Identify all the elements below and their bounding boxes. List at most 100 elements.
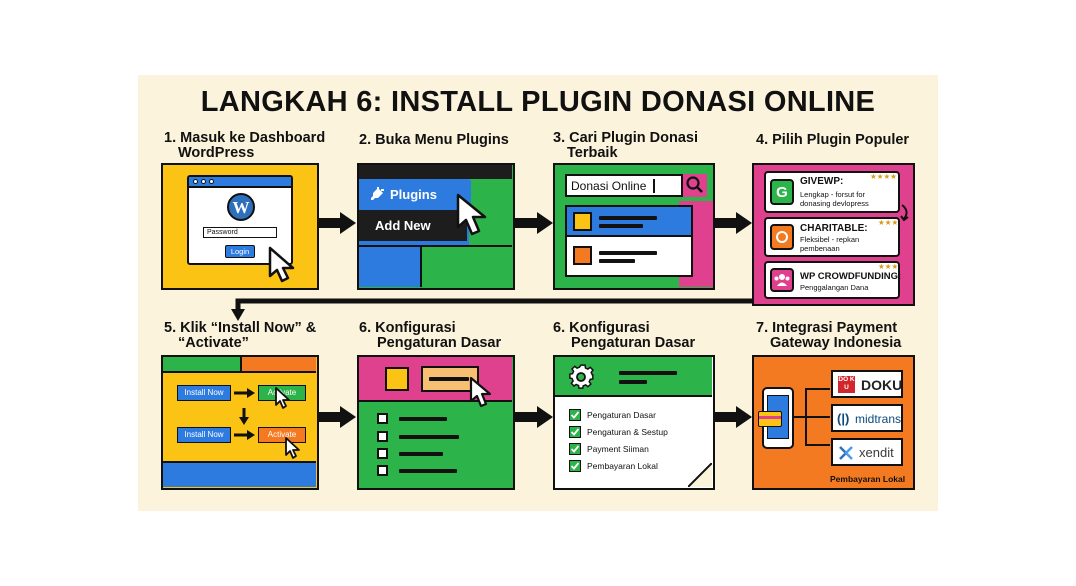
mouse-cursor-icon <box>285 437 300 459</box>
rating-stars-icon: ★★★ <box>878 262 899 271</box>
activate-button[interactable]: Activate <box>258 427 306 443</box>
arrow-right-icon <box>234 430 255 440</box>
search-results <box>565 205 693 277</box>
panel-popular-plugins: G GIVEWP: ★★★★ Lengkap - forsut for dona… <box>752 163 915 306</box>
window-dot-icon <box>209 179 214 184</box>
header-line <box>619 371 677 375</box>
settings-line <box>399 452 443 456</box>
xendit-logo-icon <box>839 446 853 460</box>
checkbox[interactable] <box>377 448 388 459</box>
return-arrow-icon <box>231 298 752 321</box>
content-lower <box>422 245 512 287</box>
search-icon[interactable] <box>681 174 707 197</box>
checklist-header <box>555 357 712 397</box>
checkbox[interactable] <box>377 413 388 424</box>
arrow-right-icon <box>714 212 752 234</box>
check-icon[interactable] <box>569 443 581 455</box>
plugin-card-charitable[interactable]: CHARITABLE: ★★★ Fleksibel - repkan pembe… <box>764 217 900 257</box>
sidebar-lower <box>359 245 422 287</box>
settings-line <box>399 417 447 421</box>
page-title: LANGKAH 6: INSTALL PLUGIN DONASI ONLINE <box>200 86 876 118</box>
phone-icon <box>758 387 794 449</box>
submenu-add-new[interactable]: Add New <box>359 210 467 241</box>
checkbox[interactable] <box>377 465 388 476</box>
result-text-line <box>599 259 635 263</box>
install-now-button[interactable]: Install Now <box>177 385 231 401</box>
search-bar[interactable]: Donasi Online <box>565 174 707 197</box>
install-now-button[interactable]: Install Now <box>177 427 231 443</box>
arrow-right-icon <box>234 388 255 398</box>
settings-line <box>399 469 457 473</box>
midtrans-logo-icon: (|) <box>837 411 850 426</box>
panel-settings-checklist: Pengaturan Dasar Pengaturan & Sestup Pay… <box>553 355 715 490</box>
doku-option[interactable]: DO KU DOKU <box>831 370 903 398</box>
browser-window: W Password Login <box>187 175 293 265</box>
plugin-card-givewp[interactable]: G GIVEWP: ★★★★ Lengkap - forsut for dona… <box>764 171 900 213</box>
step-5-title: 5. Klik “Install Now” & “Activate” <box>164 320 317 351</box>
wordpress-logo-icon: W <box>227 193 255 221</box>
settings-line <box>399 435 459 439</box>
payment-footer-label: Pembayaran Lokal <box>830 474 906 484</box>
checklist-item: Payment Siiman <box>587 444 649 454</box>
sidebar-item-plugins[interactable]: Plugins <box>359 180 471 208</box>
panel-payment-gateway: DO KU DOKU (|) midtrans xendit Pembayara… <box>752 355 915 490</box>
mouse-cursor-icon <box>456 193 487 236</box>
login-button[interactable]: Login <box>225 245 255 258</box>
result-thumb <box>573 212 592 231</box>
arrow-right-icon <box>318 212 356 234</box>
charitable-logo-icon <box>770 224 794 250</box>
step-6a-title: 6. Konfigurasi Pengaturan Dasar <box>359 320 502 351</box>
page-curl-icon <box>688 463 712 487</box>
arrow-right-icon <box>318 406 356 428</box>
settings-thumb <box>385 367 409 391</box>
checkbox[interactable] <box>377 431 388 442</box>
add-new-label: Add New <box>375 218 431 233</box>
plugins-label: Plugins <box>390 187 437 202</box>
header-line <box>619 380 647 384</box>
result-item-selected[interactable] <box>567 207 691 237</box>
result-item[interactable] <box>567 239 691 275</box>
checklist-item: Pembayaran Lokal <box>587 461 658 471</box>
midtrans-option[interactable]: (|) midtrans <box>831 404 903 432</box>
rating-stars-icon: ★★★★ <box>870 172 897 181</box>
window-dot-icon <box>201 179 206 184</box>
connector-lines <box>794 388 830 446</box>
arrow-right-icon <box>515 212 553 234</box>
curved-arrow-icon <box>900 204 909 222</box>
checklist-item: Pengaturan & Sestup <box>587 427 668 437</box>
panel-dashboard-login: W Password Login <box>161 163 319 290</box>
mouse-cursor-icon <box>469 377 492 408</box>
step-3-title: 3. Cari Plugin Donasi Terbaik <box>553 130 699 161</box>
check-icon[interactable] <box>569 426 581 438</box>
xendit-option[interactable]: xendit <box>831 438 903 466</box>
password-field[interactable]: Password <box>203 227 277 238</box>
arrow-right-icon <box>714 406 752 428</box>
panel-install-activate: Install Now Activate Install Now Activat… <box>161 355 319 490</box>
settings-field[interactable] <box>421 366 479 392</box>
result-text-line <box>599 224 643 228</box>
step-6b-title: 6. Konfigurasi Pengaturan Dasar <box>553 320 696 351</box>
header-orange <box>242 357 316 373</box>
text-caret <box>653 179 655 193</box>
settings-field-line <box>429 377 469 381</box>
rating-stars-icon: ★★★ <box>878 218 899 227</box>
check-icon[interactable] <box>569 460 581 472</box>
gear-icon <box>567 363 595 391</box>
result-text-line <box>599 216 657 220</box>
search-input[interactable]: Donasi Online <box>571 179 647 193</box>
plugin-card-crowdfunding[interactable]: WP CROWDFUNDING: ★★★ Penggalangan Dana <box>764 261 901 299</box>
arrow-right-icon <box>515 406 553 428</box>
check-icon[interactable] <box>569 409 581 421</box>
admin-topbar <box>359 165 512 179</box>
header-green <box>163 357 242 373</box>
panel-search-plugin: Donasi Online <box>553 163 715 290</box>
mouse-cursor-icon <box>268 246 295 283</box>
arrow-down-icon <box>239 408 249 425</box>
doku-logo-icon: DO KU <box>838 376 855 393</box>
result-thumb <box>573 246 592 265</box>
mouse-cursor-icon <box>275 387 290 409</box>
card-icon <box>758 411 782 427</box>
footer-blue <box>163 461 316 487</box>
checklist-item: Pengaturan Dasar <box>587 410 656 420</box>
givewp-logo-icon: G <box>770 179 794 205</box>
